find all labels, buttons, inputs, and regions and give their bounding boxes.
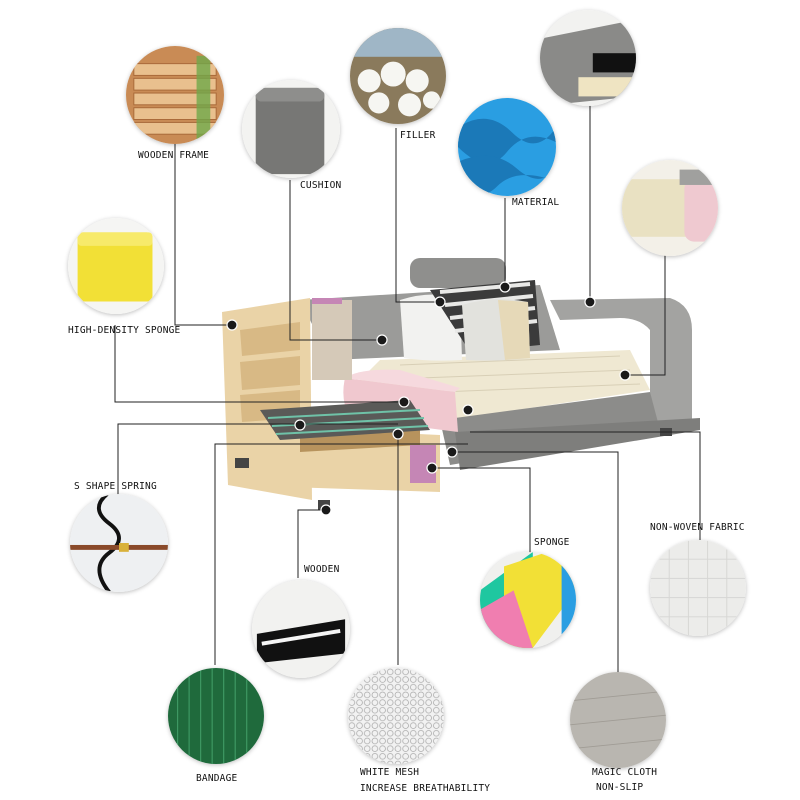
magic-cloth-image <box>570 672 666 768</box>
armrest-image <box>540 10 636 106</box>
s-shape-spring-label: S SHAPE SPRING <box>74 481 157 492</box>
bandage-image <box>168 668 264 764</box>
sponge-image <box>480 552 576 648</box>
white-mesh-image <box>348 668 444 764</box>
high-density-sponge-label: HIGH-DENSITY SPONGE <box>68 325 181 336</box>
increase-breathability-label: INCREASE BREATHABILITY <box>360 783 491 794</box>
s-shape-spring-image <box>70 494 168 592</box>
high-density-sponge-image <box>68 218 164 314</box>
wooden-frame-image <box>126 46 224 144</box>
filler-image <box>350 28 446 124</box>
cushion-label: CUSHION <box>300 180 342 191</box>
non-slip-label: NON-SLIP <box>596 782 644 793</box>
material-label: MATERIAL <box>512 197 560 208</box>
non-woven-fabric-label: NON-WOVEN FABRIC <box>650 522 745 533</box>
sofa-illustration <box>222 258 700 510</box>
wooden-label: WOODEN <box>304 564 340 575</box>
white-mesh-label: WHITE MESH <box>360 767 420 778</box>
wooden-frame-label: WOODEN FRAME <box>138 150 210 161</box>
cushion-layers-image <box>622 160 718 256</box>
magic-cloth-label: MAGIC CLOTH <box>592 767 658 778</box>
sponge-label: SPONGE <box>534 537 570 548</box>
filler-label: FILLER <box>400 130 436 141</box>
wooden-slat-image <box>252 580 350 678</box>
non-woven-fabric-image <box>650 540 746 636</box>
cushion-image <box>242 80 340 178</box>
material-image <box>458 98 556 196</box>
bandage-label: BANDAGE <box>196 773 238 784</box>
